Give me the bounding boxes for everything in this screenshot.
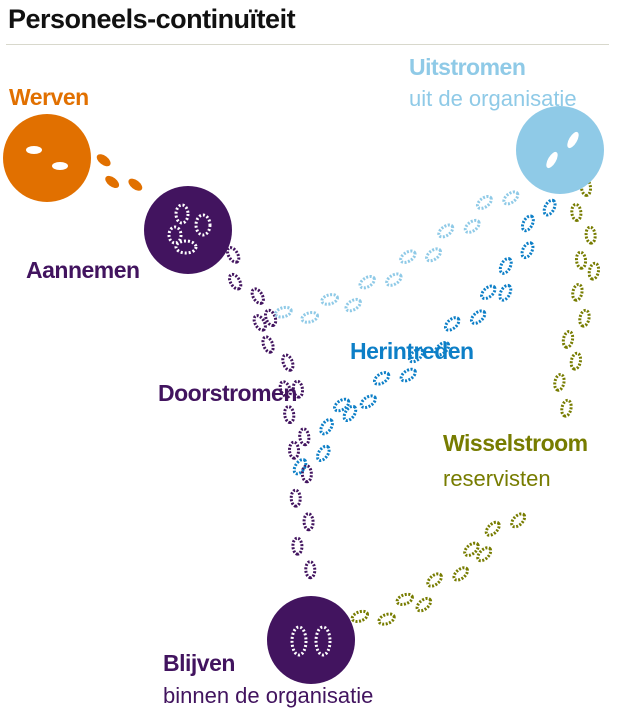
footprint <box>587 261 601 281</box>
footprint <box>399 249 417 264</box>
footprint <box>570 202 583 222</box>
footprint <box>560 398 573 418</box>
footprint <box>484 520 501 537</box>
footprint <box>452 566 470 582</box>
divider <box>6 44 609 45</box>
footprint <box>228 272 243 291</box>
uitstromen-sublabel: uit de organisatie <box>409 86 577 111</box>
aannemen-label: Aannemen <box>26 257 140 283</box>
footprint <box>291 379 305 399</box>
footprint <box>315 444 331 462</box>
werven-label: Werven <box>9 84 89 110</box>
blijven-sublabel: binnen de organisatie <box>163 683 374 708</box>
footprint <box>250 287 265 305</box>
footprint <box>415 596 433 613</box>
footprint <box>385 272 403 287</box>
footprint <box>475 194 493 210</box>
footprint <box>320 293 339 306</box>
footprint <box>578 308 591 328</box>
blijven-label: Blijven <box>163 650 235 676</box>
footprint <box>261 335 275 354</box>
blijven-circle <box>267 596 355 684</box>
footprint <box>342 404 358 423</box>
herintreden-label: Herintreden <box>350 338 474 364</box>
footprint <box>278 380 292 399</box>
footprint <box>283 405 296 425</box>
footprint <box>302 512 315 532</box>
footprint <box>553 372 566 392</box>
footprint-trails <box>96 154 601 626</box>
footprint <box>333 397 351 413</box>
aannemen-circle <box>144 186 232 274</box>
footprint <box>350 609 370 623</box>
footprint <box>407 347 425 364</box>
wisselstroom-label: Wisselstroom <box>443 430 588 456</box>
footprint <box>358 274 376 290</box>
footprint <box>287 440 301 460</box>
footprint <box>498 283 513 302</box>
footprint <box>399 367 417 383</box>
footprint <box>542 198 557 217</box>
footprint <box>344 297 362 313</box>
footprint <box>300 311 320 324</box>
wisselstroom-sublabel: reservisten <box>443 466 551 491</box>
footprint <box>480 284 497 301</box>
footprint <box>443 316 461 332</box>
footprint <box>319 418 334 436</box>
footprint <box>437 223 455 239</box>
footprint <box>298 427 311 447</box>
footprint <box>426 572 443 588</box>
footprint <box>463 218 481 234</box>
footprint <box>584 225 597 245</box>
footprint <box>252 314 267 332</box>
footprint <box>520 214 535 233</box>
footprint <box>574 250 588 270</box>
werven-circle <box>3 114 91 202</box>
page-title: Personeels-continuïteit <box>8 4 296 34</box>
footprint <box>373 371 391 386</box>
footprint <box>463 541 480 557</box>
footprint <box>281 353 295 372</box>
footprint <box>571 282 584 302</box>
footprint <box>264 308 278 327</box>
footprint <box>304 560 317 580</box>
footprint <box>377 612 396 626</box>
boot-prints-icon <box>167 203 212 255</box>
footprint <box>469 309 487 325</box>
footprint <box>498 257 513 275</box>
footprint <box>520 241 535 260</box>
footprint <box>359 394 377 409</box>
footprint <box>292 458 308 476</box>
footprint <box>291 536 304 556</box>
boot-prints-icon <box>290 625 332 657</box>
footprint <box>510 512 527 529</box>
footprint <box>300 464 313 484</box>
footprint <box>561 330 575 349</box>
footprint <box>476 546 493 563</box>
uitstromen-circle <box>516 106 604 194</box>
footprint <box>128 178 143 191</box>
footprint <box>579 177 593 197</box>
footsteps-icon <box>546 131 579 169</box>
footprint <box>569 351 583 371</box>
footprint <box>105 175 120 189</box>
uitstromen-label: Uitstromen <box>409 54 526 80</box>
doorstromen-label: Doorstromen <box>158 380 297 406</box>
footprint <box>502 190 520 206</box>
footprint <box>226 246 241 264</box>
footprint <box>395 592 414 606</box>
footprint <box>274 305 293 319</box>
footprint <box>425 247 443 263</box>
footsteps-icon <box>26 146 68 170</box>
footprint <box>96 154 111 167</box>
footprint <box>433 340 451 357</box>
footprint <box>289 488 302 508</box>
